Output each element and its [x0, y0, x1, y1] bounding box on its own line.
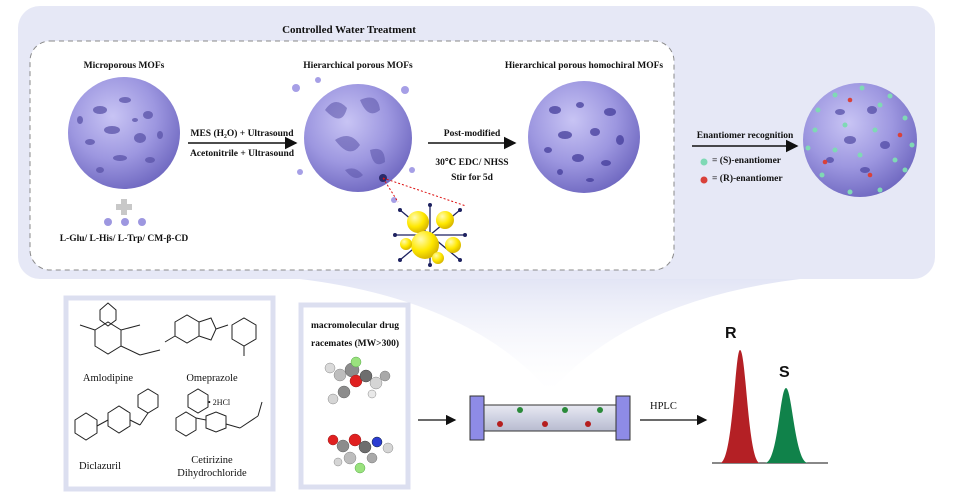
legend-r-label: = (R)-enantiomer [712, 174, 783, 184]
funnel-shape [300, 279, 800, 392]
drug-omeprazole: Omeprazole [186, 373, 238, 384]
step2-label: Hierarchical porous MOFs [303, 61, 413, 71]
racemates-line-1: macromolecular drug [310, 321, 400, 331]
drug-amlodipine: Amlodipine [82, 373, 134, 384]
enantiomer-loaded-sphere [803, 83, 917, 197]
arrow2-bottom-label-2: Stir for 5d [451, 173, 493, 183]
drug-diclazuril: Diclazuril [79, 461, 121, 472]
title: Controlled Water Treatment [282, 24, 416, 36]
zoom-line-right [382, 177, 467, 207]
racemate-molecule-1 [324, 356, 391, 405]
zoom-line-left [382, 177, 399, 203]
arrow1-bottom-label: Acetonitrile + Ultrasound [189, 149, 295, 159]
arrow1-top-label: MES (H₂O) + Ultrasound [190, 129, 294, 139]
step3-label: Hierarchical porous homochiral MOFs [504, 61, 664, 71]
arrow2-bottom-label-1: 30℃ EDC/ NHSS [435, 158, 509, 168]
recognition-label: Enantiomer recognition [696, 131, 794, 141]
drug-cetirizine-2: Dihydrochloride [177, 468, 247, 479]
hplc-label: HPLC [650, 401, 677, 412]
precursor-plus-icon [116, 199, 132, 215]
precursor-balls [104, 218, 146, 226]
hcl-tag: • 2HCl [208, 398, 231, 407]
legend-s-label: = (S)-enantiomer [712, 156, 781, 166]
step1-label: Microporous MOFs [83, 61, 165, 71]
diclazuril-structure [74, 388, 159, 441]
drug-structures-box [63, 295, 276, 492]
peak-s-label: S [779, 364, 790, 381]
homochiral-mof-sphere [528, 81, 640, 193]
microporous-mof-sphere [68, 77, 180, 189]
legend-s-dot [700, 158, 708, 166]
racemates-line-2: racemates (MW>300) [311, 339, 399, 349]
cetirizine-structure [175, 388, 263, 437]
drug-cetirizine-1: Cetirizine [191, 455, 233, 466]
racemate-molecule-2 [327, 433, 394, 474]
chromatogram [712, 350, 828, 464]
precursors-label: L-Glu/ L-His/ L-Trp/ CM-β-CD [59, 234, 189, 244]
amlodipine-structure [79, 302, 161, 356]
chromatography-column [469, 395, 631, 441]
arrow2-top-label: Post-modified [443, 129, 501, 139]
legend-r-dot [700, 176, 708, 184]
peak-s [765, 388, 808, 463]
peak-r [720, 350, 760, 463]
hierarchical-mof-sphere [292, 77, 415, 203]
peak-r-label: R [725, 325, 737, 342]
omeprazole-structure [164, 314, 257, 356]
mof-framework-zoom [393, 203, 467, 267]
